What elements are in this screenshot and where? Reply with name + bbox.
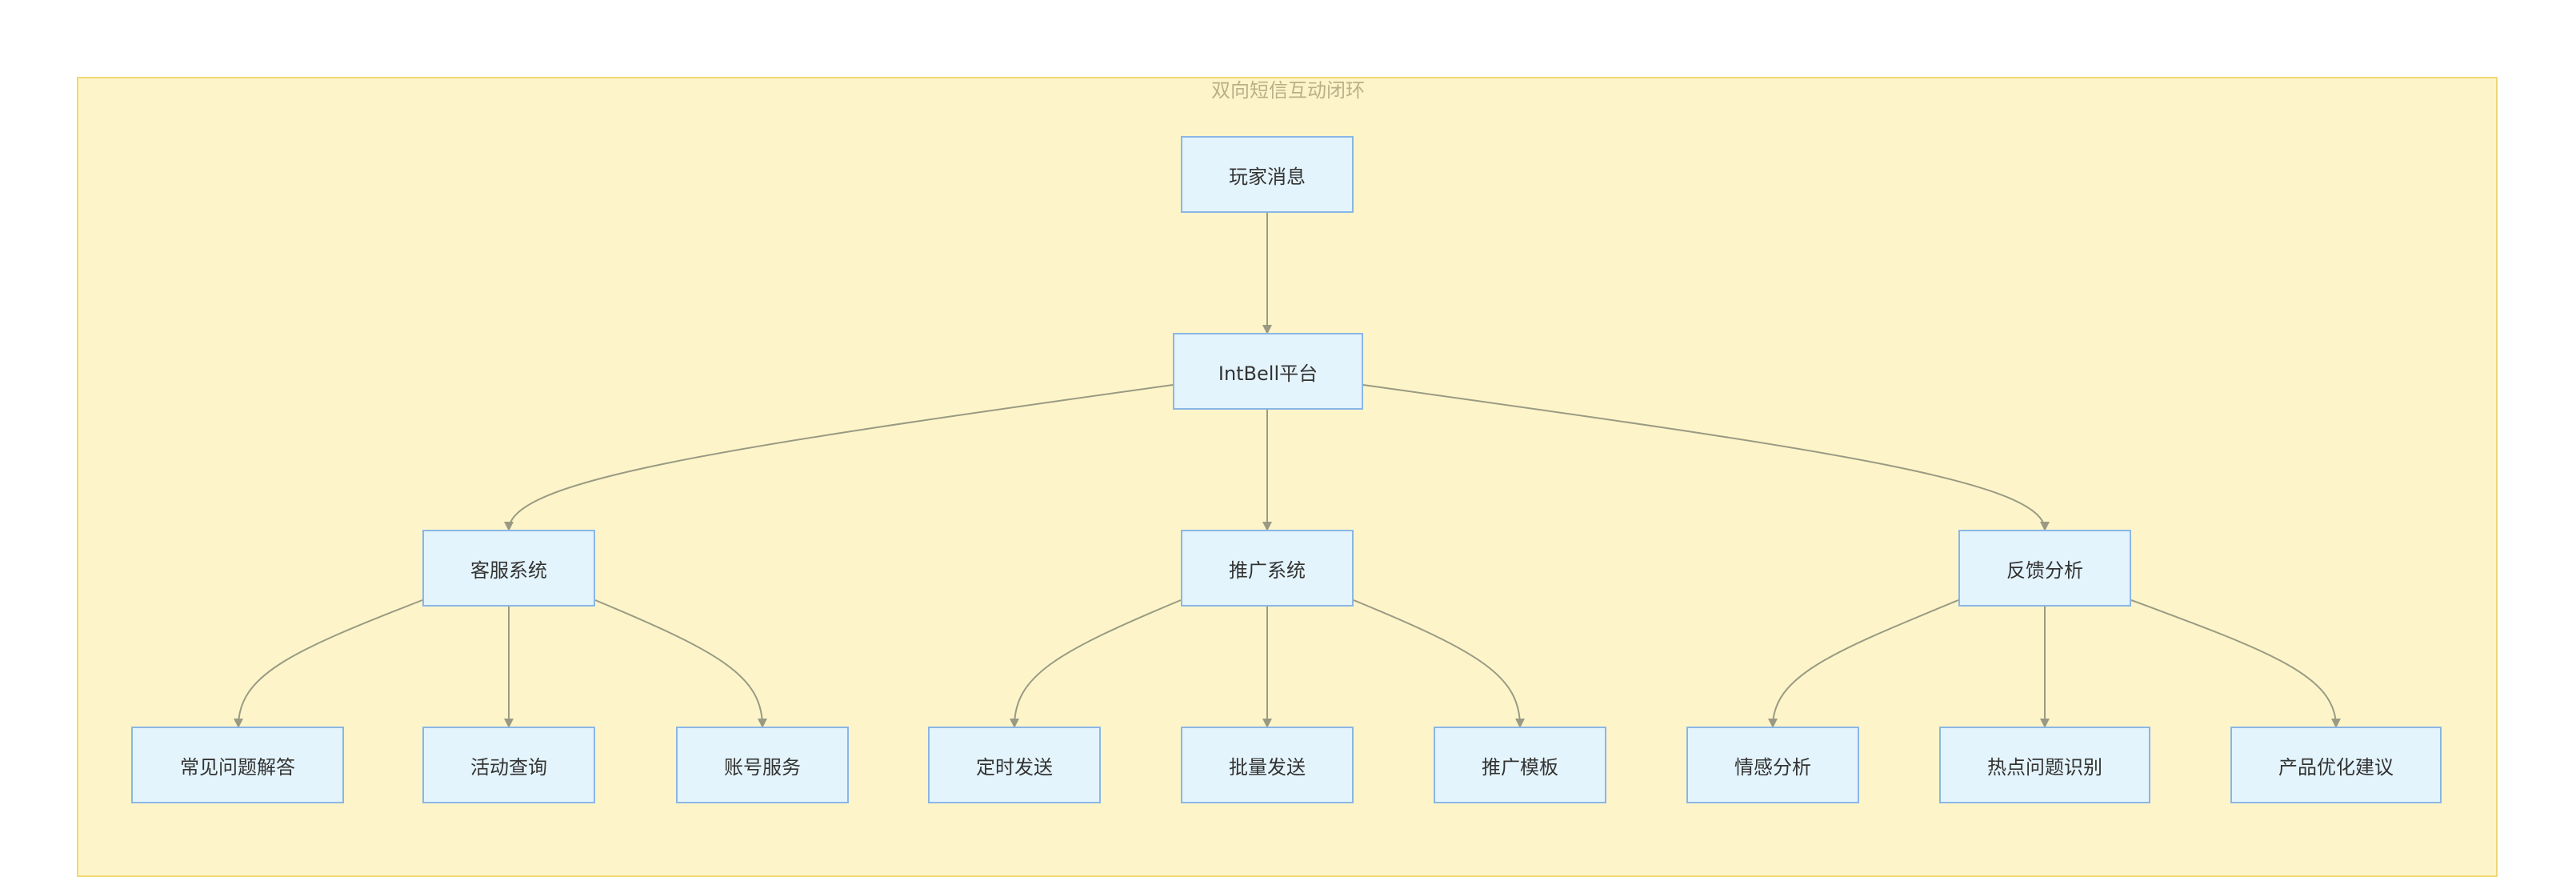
node-customer-service: 客服系统 (422, 530, 595, 607)
edge-feedback-product (2130, 599, 2341, 728)
node-sentiment-analysis: 情感分析 (1686, 727, 1859, 803)
node-activity-query: 活动查询 (422, 727, 595, 803)
node-bulk-send: 批量发送 (1181, 727, 1354, 803)
node-player-message: 玩家消息 (1181, 136, 1354, 213)
edge-platform-feedback (1362, 384, 2050, 531)
node-product-optimization: 产品优化建议 (2230, 727, 2442, 803)
edge-promo-template (1353, 599, 1525, 728)
node-promo-template: 推广模板 (1434, 727, 1606, 803)
edge-promo-scheduled (1010, 599, 1182, 728)
node-feedback-analysis: 反馈分析 (1958, 530, 2131, 607)
node-account-service: 账号服务 (676, 727, 849, 803)
edge-platform-cs (504, 384, 1174, 531)
node-faq: 常见问题解答 (131, 727, 344, 803)
node-scheduled-send: 定时发送 (928, 727, 1101, 803)
node-intbell-platform: IntBell平台 (1173, 333, 1363, 410)
edge-cs-faq (234, 599, 423, 728)
edge-feedback-sentiment (1768, 599, 1959, 728)
node-promotion-system: 推广系统 (1181, 530, 1354, 607)
cluster-title: 双向短信互动闭环 (1211, 79, 1365, 102)
edge-cs-account (594, 599, 767, 728)
node-hot-issues: 热点问题识别 (1939, 727, 2150, 803)
